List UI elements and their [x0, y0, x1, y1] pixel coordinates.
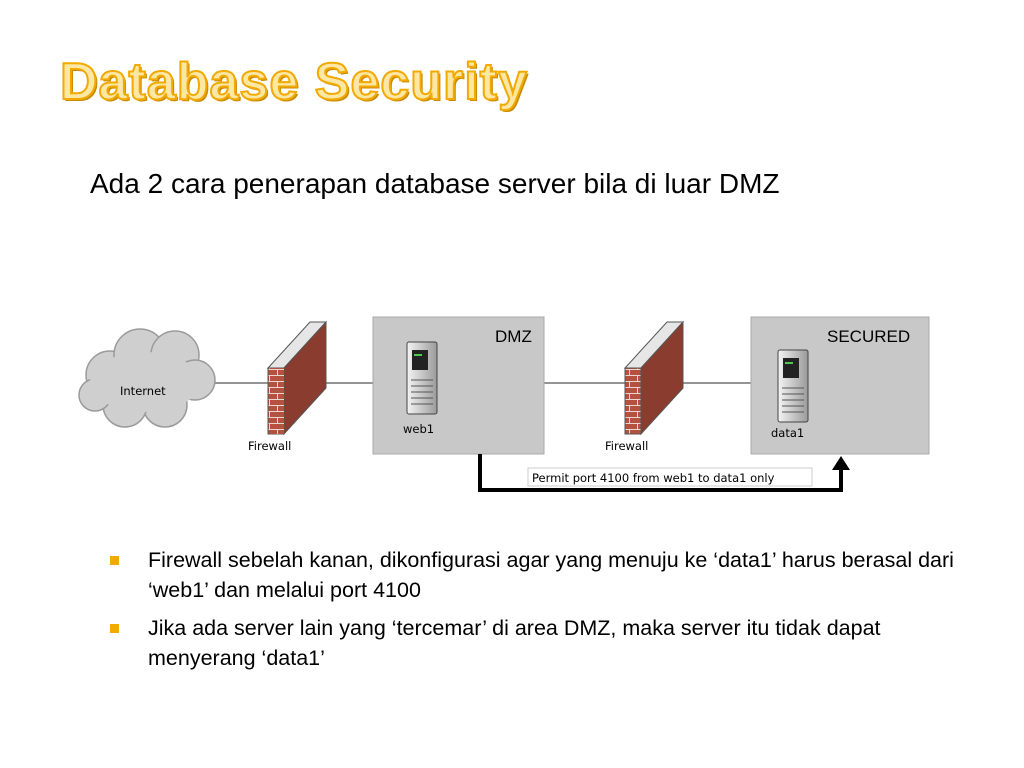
internet-label: Internet [120, 384, 166, 398]
permit-rule-box [527, 467, 813, 487]
bullet-text: Firewall sebelah kanan, dikonfigurasi ag… [148, 548, 954, 602]
firewall-left-label: Firewall [248, 439, 291, 453]
firewall-icon [266, 320, 328, 436]
network-diagram: Internet DMZ SECURED Firewall Firewall w… [78, 316, 930, 492]
dmz-zone-label: DMZ [495, 327, 532, 346]
slide-title: Database Security [59, 52, 528, 112]
bullet-list: Firewall sebelah kanan, dikonfigurasi ag… [110, 545, 990, 681]
permit-route-arrow [478, 454, 843, 492]
web1-label: web1 [403, 422, 434, 436]
server-icon [406, 341, 438, 415]
list-item: Firewall sebelah kanan, dikonfigurasi ag… [110, 545, 990, 605]
secured-zone-label: SECURED [827, 327, 910, 346]
list-item: Jika ada server lain yang ‘tercemar’ di … [110, 613, 990, 673]
internet-cloud-icon [78, 328, 216, 428]
bullet-text: Jika ada server lain yang ‘tercemar’ di … [148, 616, 881, 670]
firewall-right-label: Firewall [605, 439, 648, 453]
data1-label: data1 [771, 426, 804, 440]
arrow-head-icon [832, 456, 850, 470]
permit-rule-label: Permit port 4100 from web1 to data1 only [532, 471, 775, 485]
server-icon [777, 349, 809, 423]
slide-subtitle: Ada 2 cara penerapan database server bil… [90, 168, 780, 199]
bullet-square-icon [110, 624, 119, 633]
dmz-zone [372, 316, 545, 455]
firewall-icon [623, 320, 685, 436]
bullet-square-icon [110, 556, 119, 565]
